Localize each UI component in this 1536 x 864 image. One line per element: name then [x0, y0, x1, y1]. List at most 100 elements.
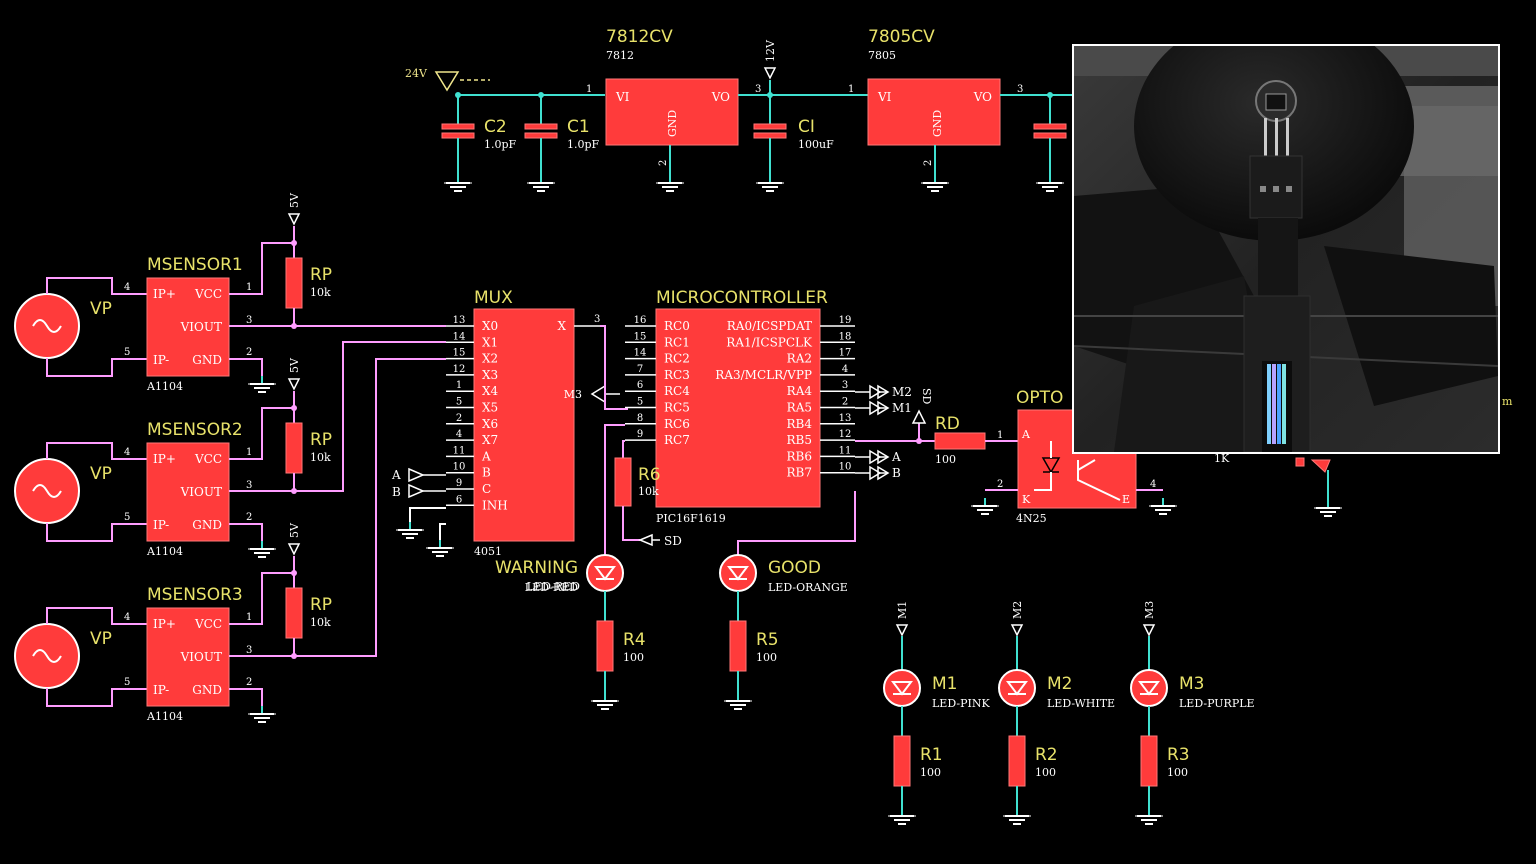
net-label: M1: [892, 401, 912, 415]
capacitor-plate: [753, 132, 787, 139]
pin-num: 10: [839, 462, 852, 473]
vcc-wire: [229, 242, 294, 295]
regulator-name: 7805CV: [868, 27, 935, 47]
supply-5v: [287, 543, 301, 556]
net-a-port: [408, 467, 425, 483]
supply-label: 12V: [764, 39, 777, 62]
partial-label: m: [1502, 395, 1513, 408]
pin-num: 2: [842, 397, 848, 408]
net-sd-port: [638, 533, 653, 547]
pin-num: 4: [456, 429, 462, 440]
partial-part: [1295, 457, 1305, 467]
pin-num: 3: [246, 480, 252, 491]
cap-name: C2: [484, 117, 507, 137]
sensor-chip: [146, 442, 230, 542]
fan-sensor-photo: [1074, 46, 1498, 452]
capacitor-plate: [753, 123, 787, 130]
sensor-name: MSENSOR1: [147, 255, 243, 275]
regulator-part: 7812: [606, 49, 634, 62]
opto-transistor: [1077, 459, 1096, 471]
mux-inh-wire: [439, 523, 446, 540]
mux-x-to-rc5: [600, 325, 628, 410]
regulator-7812: [605, 78, 739, 146]
pin-label: K: [1022, 493, 1031, 506]
led-good-diode: [727, 566, 749, 581]
resistor-name: RP: [310, 265, 332, 285]
pin-label: B: [482, 466, 491, 480]
mux-chip: [473, 308, 575, 542]
supply-label: M1: [896, 601, 909, 619]
pin-label: RA2: [787, 352, 812, 366]
ac-source-wave: [32, 649, 62, 663]
supply-label: 5V: [288, 192, 301, 208]
pin-label: C: [482, 482, 491, 496]
pin-label: IP+: [153, 287, 176, 301]
pin-label: RC3: [664, 368, 690, 382]
pin-label: RA0/ICSPDAT: [727, 319, 812, 333]
led-part: LED-WHITE: [1047, 697, 1115, 710]
rc6-wire: [604, 424, 625, 555]
resistor-value: 100: [920, 766, 941, 779]
pin-num: 3: [246, 645, 252, 656]
sensor-input-wire: [46, 277, 147, 295]
pin-num: 1: [246, 447, 252, 458]
resistor-value: 100: [935, 453, 956, 466]
pin-label: E: [1122, 493, 1130, 506]
pin-num: 5: [124, 347, 130, 358]
gnd-wire: [229, 523, 263, 541]
pin-label: X5: [482, 401, 498, 415]
capacitor-plate: [1033, 132, 1067, 139]
supply-m1: [895, 624, 909, 637]
pin-label: IP+: [153, 452, 176, 466]
sensor-input-wire: [46, 442, 147, 460]
pin-num: 9: [456, 478, 462, 489]
led-part-overlay: LED-RED: [527, 580, 580, 593]
resistor-value: 10k: [310, 451, 331, 464]
pin-label: GND: [666, 110, 679, 137]
ac-source-wave: [32, 319, 62, 333]
resistor-value: 100: [1167, 766, 1188, 779]
regulator-part: 7805: [868, 49, 896, 62]
led-m1: [883, 669, 921, 707]
pin-num: 3: [755, 84, 761, 95]
led-m3-diode: [1138, 681, 1160, 696]
vcc-wire: [229, 407, 294, 460]
pin-label: RA1/ICSPCLK: [726, 335, 813, 349]
pin-label: RC1: [664, 335, 690, 349]
net-b-port: [408, 483, 425, 499]
sensor-input-wire: [46, 607, 147, 625]
pin-num: 2: [246, 512, 252, 523]
pin-num: 1: [456, 380, 462, 391]
sensor-input-wire: [46, 358, 147, 377]
net-label: SD: [664, 534, 682, 548]
pin-num: 14: [453, 331, 466, 342]
led-warning-diode: [594, 566, 616, 581]
pin-num: 15: [634, 331, 647, 342]
sd-supply-arrow: [911, 409, 927, 424]
resistor-value: 100: [623, 651, 644, 664]
pin-label: RB5: [787, 433, 813, 447]
resistor-name: R6: [638, 465, 661, 485]
resistor-name: RD: [935, 414, 960, 434]
cap-value: 1.0pF: [484, 138, 517, 151]
pin-label: IP-: [153, 683, 169, 697]
pin-num: 10: [453, 462, 466, 473]
pin-num: 4: [124, 612, 130, 623]
supply-label: M2: [1011, 601, 1024, 619]
pin-num: 9: [637, 429, 643, 440]
led-m1-diode: [891, 681, 913, 696]
opto-transistor: [1077, 460, 1121, 501]
pin-label: X3: [482, 368, 498, 382]
r6-to-sd: [622, 506, 640, 541]
resistor-r1: [893, 735, 911, 787]
led-name: WARNING: [495, 558, 578, 578]
pin-label: IP-: [153, 353, 169, 367]
mux-c-wire: [409, 507, 446, 522]
mux-x2-wire: [294, 358, 446, 657]
pin-num: 2: [246, 677, 252, 688]
resistor-r3: [1140, 735, 1158, 787]
pin-num: 6: [637, 380, 643, 391]
pin-num: 4: [1150, 479, 1156, 490]
pin-label: RA5: [787, 401, 812, 415]
sensor-name: MSENSOR2: [147, 420, 243, 440]
